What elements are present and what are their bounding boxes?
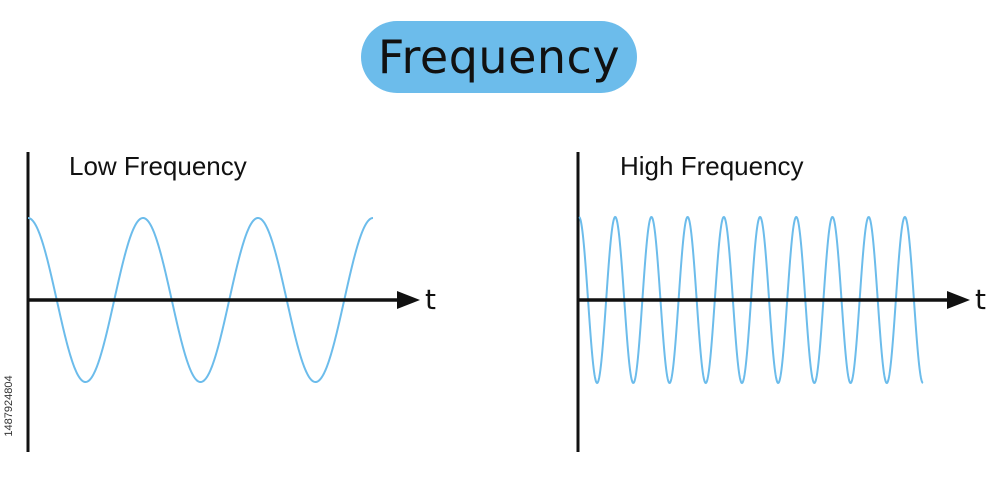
side-code: 1487924804: [3, 375, 15, 437]
low-frequency-label: Low Frequency: [69, 151, 247, 181]
title-badge: Frequency: [361, 21, 637, 93]
low-frequency-wave: [27, 216, 374, 384]
page-title: Frequency: [377, 30, 621, 84]
low-frequency-time-arrowhead: [397, 291, 420, 309]
high-frequency-time-label: t: [975, 283, 986, 316]
high-frequency-time-arrowhead: [947, 291, 970, 309]
high-frequency-label: High Frequency: [620, 151, 804, 181]
low-frequency-time-label: t: [425, 283, 436, 316]
